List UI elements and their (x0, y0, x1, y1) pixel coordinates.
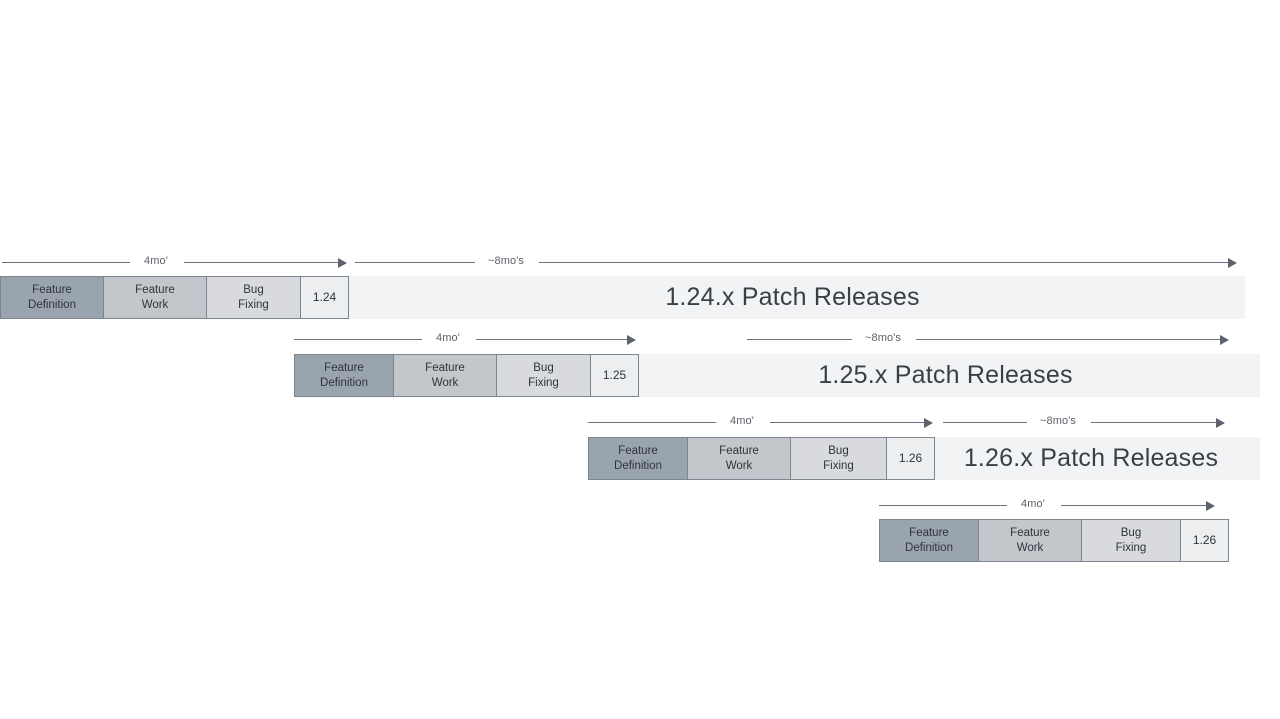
dev-duration-arrow: 4mo' (2, 253, 350, 273)
phase-box-group: Feature Definition Feature Work Bug Fixi… (879, 519, 1229, 562)
release-version-box[interactable]: 1.26 (1180, 519, 1229, 562)
arrow-line-right (184, 262, 339, 263)
phase-label-line2: Fixing (238, 298, 269, 311)
release-version-label: 1.25 (602, 367, 627, 382)
phase-label-line1: Feature (32, 283, 72, 296)
phase-label-line1: Feature (719, 444, 759, 457)
release-version-box[interactable]: 1.26 (886, 437, 935, 480)
phase-feature-definition[interactable]: Feature Definition (588, 437, 688, 480)
arrow-line-left (879, 505, 1007, 506)
phase-label-line1: Feature (1010, 526, 1050, 539)
patch-duration-label: ~8mo's (487, 255, 525, 267)
phase-label-line2: Work (431, 376, 459, 389)
phase-bug-fixing[interactable]: Bug Fixing (1081, 519, 1181, 562)
patch-duration-arrow: ~8mo's (747, 330, 1242, 350)
arrow-head-icon (1216, 417, 1225, 428)
arrow-line-right (916, 339, 1221, 340)
release-version-box[interactable]: 1.24 (300, 276, 349, 319)
patch-release-band: 1.25.x Patch Releases (631, 354, 1260, 397)
phase-label-line1: Bug (533, 361, 554, 374)
phase-label-line2: Work (1016, 541, 1044, 554)
arrow-line-left (588, 422, 716, 423)
phase-bug-fixing[interactable]: Bug Fixing (496, 354, 591, 397)
phase-label-line1: Bug (243, 283, 264, 296)
patch-release-label: 1.24.x Patch Releases (665, 283, 920, 311)
arrow-line-left (747, 339, 852, 340)
phase-feature-work[interactable]: Feature Work (103, 276, 207, 319)
release-version-box[interactable]: 1.25 (590, 354, 639, 397)
phase-label-line2: Fixing (528, 376, 559, 389)
phase-label-line1: Bug (828, 444, 849, 457)
phase-label-line1: Feature (618, 444, 658, 457)
phase-label-line1: Feature (135, 283, 175, 296)
phase-label-line1: Feature (425, 361, 465, 374)
phase-feature-work[interactable]: Feature Work (687, 437, 791, 480)
dev-duration-label: 4mo' (730, 415, 754, 427)
phase-feature-work[interactable]: Feature Work (393, 354, 497, 397)
patch-release-label: 1.26.x Patch Releases (963, 444, 1219, 472)
dev-duration-label: 4mo' (1021, 498, 1045, 510)
phase-box-group: Feature Definition Feature Work Bug Fixi… (588, 437, 935, 480)
patch-release-band: 1.24.x Patch Releases (340, 276, 1245, 319)
patch-release-band: 1.26.x Patch Releases (922, 437, 1260, 480)
phase-bug-fixing[interactable]: Bug Fixing (206, 276, 301, 319)
phase-label-line2: Definition (320, 376, 368, 389)
dev-duration-arrow: 4mo' (879, 496, 1227, 516)
phase-bug-fixing[interactable]: Bug Fixing (790, 437, 887, 480)
phase-feature-definition[interactable]: Feature Definition (0, 276, 104, 319)
patch-duration-label: ~8mo's (864, 332, 902, 344)
arrow-head-icon (627, 334, 636, 345)
arrow-line-left (2, 262, 130, 263)
phase-label-line2: Fixing (823, 459, 854, 472)
arrow-head-icon (924, 417, 933, 428)
release-version-label: 1.26 (1192, 532, 1217, 547)
phase-label-line2: Definition (905, 541, 953, 554)
phase-label-line1: Feature (909, 526, 949, 539)
arrow-line-right (539, 262, 1229, 263)
arrow-line-right (770, 422, 925, 423)
phase-label-line1: Bug (1120, 526, 1142, 539)
dev-duration-arrow: 4mo' (588, 413, 936, 433)
release-version-label: 1.24 (312, 289, 337, 304)
phase-label-line2: Fixing (1115, 541, 1147, 554)
patch-duration-arrow: ~8mo's (355, 253, 1240, 273)
patch-duration-label: ~8mo's (1039, 415, 1077, 427)
arrow-head-icon (1220, 334, 1229, 345)
phase-feature-work[interactable]: Feature Work (978, 519, 1082, 562)
arrow-line-left (355, 262, 475, 263)
patch-release-label: 1.25.x Patch Releases (818, 361, 1073, 389)
phase-label-line2: Definition (28, 298, 76, 311)
dev-duration-label: 4mo' (436, 332, 460, 344)
arrow-line-right (1091, 422, 1217, 423)
phase-label-line2: Definition (614, 459, 662, 472)
phase-feature-definition[interactable]: Feature Definition (294, 354, 394, 397)
phase-label-line2: Work (141, 298, 169, 311)
arrow-line-right (476, 339, 628, 340)
arrow-line-left (943, 422, 1027, 423)
phase-label-line2: Work (725, 459, 753, 472)
dev-duration-arrow: 4mo' (294, 330, 642, 350)
release-version-label: 1.26 (898, 450, 923, 465)
patch-duration-arrow: ~8mo's (943, 413, 1243, 433)
phase-box-group: Feature Definition Feature Work Bug Fixi… (294, 354, 639, 397)
dev-duration-label: 4mo' (144, 255, 168, 267)
phase-label-line1: Feature (324, 361, 364, 374)
arrow-head-icon (1228, 257, 1237, 268)
arrow-head-icon (338, 257, 347, 268)
arrow-line-left (294, 339, 422, 340)
arrow-line-right (1061, 505, 1207, 506)
phase-feature-definition[interactable]: Feature Definition (879, 519, 979, 562)
arrow-head-icon (1206, 500, 1215, 511)
phase-box-group: Feature Definition Feature Work Bug Fixi… (0, 276, 349, 319)
